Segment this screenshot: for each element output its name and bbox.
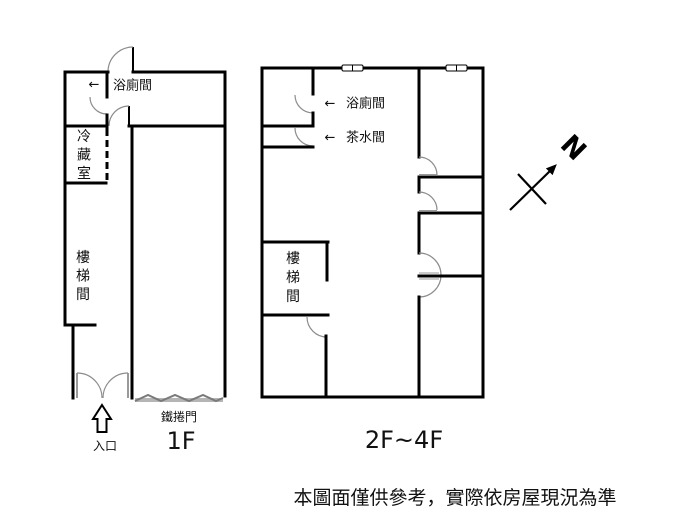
- 2f-pantry-arrow: ←: [325, 131, 336, 146]
- door-swing-1f-top: [107, 46, 134, 73]
- label-char: 梯: [286, 270, 300, 286]
- entrance-arrow-icon: [91, 403, 113, 433]
- floor-plan-2f-4f: ← 浴廁間 ← 茶水間 樓梯間 2F~4F: [260, 64, 485, 454]
- 2f-pantry-label: 茶水間: [346, 130, 385, 146]
- label-char: 樓: [286, 251, 300, 267]
- door-swing-2f-room-b: [418, 191, 438, 211]
- window-2f-left: [341, 64, 364, 72]
- door-swing-1f-bathroom: [89, 96, 108, 115]
- 1f-title: 1F: [166, 427, 195, 455]
- 1f-bathroom-label: 浴廁間: [113, 78, 152, 94]
- window-2f-right: [445, 64, 468, 72]
- label-char: 室: [77, 165, 91, 182]
- 2f-bathroom-label: 浴廁間: [346, 96, 385, 112]
- rolling-shutter: [134, 393, 224, 403]
- 1f-stairs-label: 樓梯間: [76, 250, 90, 303]
- label-char: 間: [286, 289, 300, 305]
- 1f-bathroom-arrow: ←: [89, 78, 100, 93]
- label-char: 梯: [76, 269, 90, 285]
- north-arrow-head: [545, 164, 557, 176]
- rolling-shutter-band: [135, 398, 223, 402]
- rolling-shutter-label: 鐵捲門: [161, 409, 197, 424]
- label-char: 樓: [76, 250, 90, 266]
- label-char: 冷: [77, 129, 91, 145]
- door-swing-1f-hall: [108, 105, 130, 127]
- label-char: 藏: [77, 148, 91, 164]
- label-char: 間: [76, 287, 90, 303]
- north-arrow-crossbar: [517, 173, 547, 205]
- door-swing-1f-entrance-left: [76, 372, 103, 399]
- door-swing-2f-room-a: [418, 156, 438, 176]
- 1f-cold-storage-label: 冷藏室: [77, 129, 91, 182]
- 2f-bathroom-arrow: ←: [325, 97, 336, 112]
- 2f-4f-title: 2F~4F: [365, 426, 443, 454]
- rolling-shutter-zigzag: [134, 393, 224, 403]
- wall-2f-outer: [260, 66, 485, 399]
- door-swing-1f-entrance-right: [102, 372, 129, 399]
- disclaimer-text: 本圖面僅供參考，實際依房屋現況為準: [293, 487, 616, 509]
- north-arrow-shaft: [509, 169, 552, 211]
- door-swing-2f-bathroom: [294, 94, 314, 114]
- entrance-label: 入口: [93, 439, 117, 453]
- floor-plan-1f: ← 浴廁間 冷藏室 樓梯間 鐵捲門 1F 入口: [63, 46, 227, 455]
- door-swing-2f-lower-room: [306, 316, 328, 338]
- 2f-stairs-label: 樓梯間: [286, 251, 300, 305]
